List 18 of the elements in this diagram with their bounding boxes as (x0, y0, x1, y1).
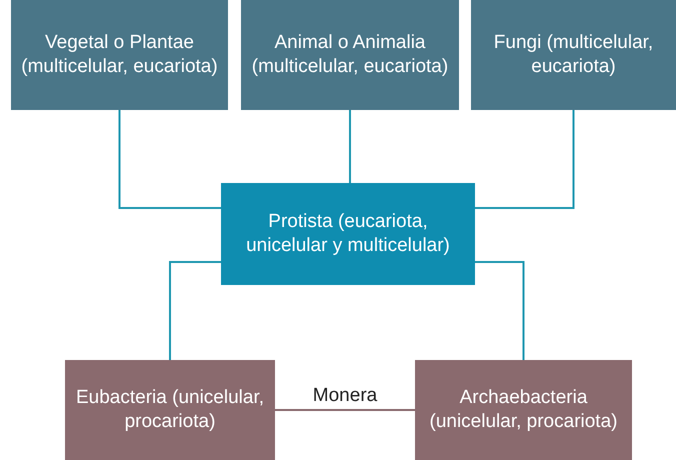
box-text: Animal o Animalia (multicelular, eucariota) (251, 31, 449, 79)
connector-line (118, 110, 221, 209)
connector-line (349, 110, 351, 183)
box-text: Eubacteria (unicelular, procariota) (75, 386, 265, 434)
connector-line (169, 261, 221, 360)
box-text: Fungi (multicelular, eucariota) (492, 31, 654, 79)
connector-line (475, 110, 574, 209)
category-box (65, 360, 275, 460)
box-text: Protista (eucariota, unicelular y multicelular) (245, 210, 451, 258)
category-box (11, 0, 228, 110)
box-text: Archaebacteria (unicelular, procariota) (428, 386, 618, 434)
category-box (471, 0, 676, 110)
category-box (415, 360, 632, 460)
connector-line (275, 409, 415, 411)
category-box (221, 183, 475, 285)
box-text: Vegetal o Plantae (multicelular, eucariota) (21, 31, 218, 79)
category-box (241, 0, 459, 110)
connector-line (475, 261, 524, 360)
